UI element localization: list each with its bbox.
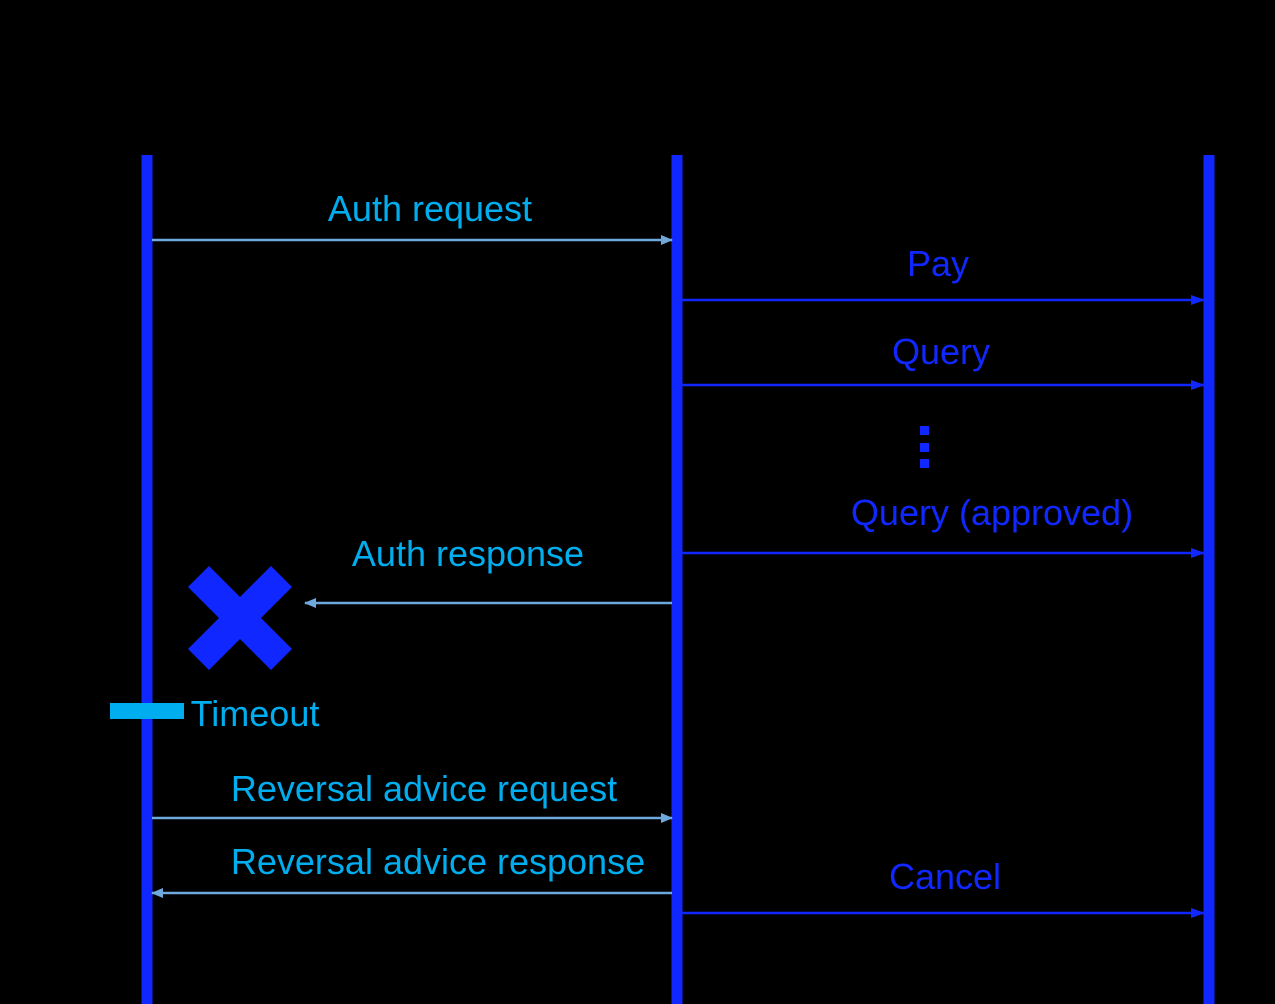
cancel-label: Cancel [889, 856, 1001, 897]
timeout-bar-icon [110, 703, 184, 719]
timeout-label: Timeout [191, 693, 320, 734]
auth-response-label: Auth response [352, 533, 584, 574]
query-label: Query [892, 331, 990, 372]
auth-request-label: Auth request [328, 188, 532, 229]
vertical-ellipsis-icon [920, 426, 929, 468]
ellipsis-dot-2 [920, 443, 929, 452]
timeout-marker: Timeout [110, 693, 319, 734]
ellipsis-dot-1 [920, 426, 929, 435]
lifelines [141, 155, 1215, 1004]
ellipsis-dot-3 [920, 459, 929, 468]
reversal-advice-response-label: Reversal advice response [231, 841, 645, 882]
reversal-advice-request-label: Reversal advice request [231, 768, 617, 809]
message-labels: Auth request Pay Query Query (approved) … [231, 188, 1133, 897]
cross-icon-shape [188, 566, 292, 670]
message-arrows [151, 235, 1205, 918]
lost-message-cross-icon [188, 566, 292, 670]
query-approved-label: Query (approved) [851, 492, 1133, 533]
pay-label: Pay [907, 243, 969, 284]
